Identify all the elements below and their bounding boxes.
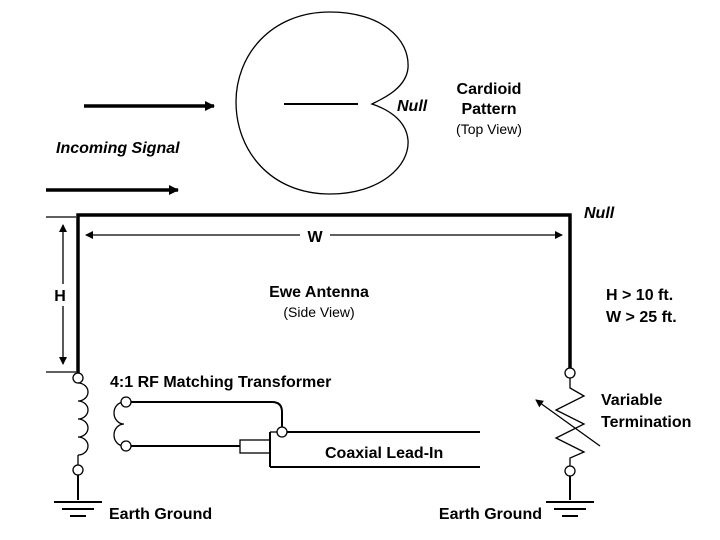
transformer-secondary-coil — [113, 401, 125, 447]
antenna-subtitle: (Side View) — [283, 304, 354, 320]
cardioid-subtitle: (Top View) — [456, 121, 522, 137]
cardioid-pattern-shape — [235, 11, 409, 195]
transformer-top-terminal — [72, 372, 84, 384]
transformer-label: 4:1 RF Matching Transformer — [110, 374, 331, 391]
transformer-bottom-terminal — [72, 464, 84, 476]
transformer-primary-coil — [77, 382, 89, 456]
height-label-bg — [52, 284, 74, 306]
termination-top-terminal — [564, 367, 576, 379]
cardioid-title-line1: Cardioid — [457, 81, 522, 98]
cardioid-null-label: Null — [397, 98, 428, 115]
antenna-title: Ewe Antenna — [269, 284, 369, 301]
left-ground-label: Earth Ground — [109, 506, 212, 523]
termination-resistor — [554, 378, 586, 466]
coax-connector — [239, 439, 271, 454]
antenna-null-label: Null — [584, 205, 615, 222]
width-spec: W > 25 ft. — [606, 309, 677, 326]
width-label-bg — [300, 226, 330, 244]
antenna-wire — [76, 213, 572, 374]
secondary-top-terminal — [120, 396, 132, 408]
width-label: W — [307, 229, 323, 246]
height-spec: H > 10 ft. — [606, 287, 673, 304]
height-label: H — [54, 288, 66, 305]
right-ground-symbol — [546, 501, 594, 517]
coax-label: Coaxial Lead-In — [325, 445, 443, 462]
incoming-signal-label: Incoming Signal — [56, 140, 180, 157]
cardioid-title-line2: Pattern — [461, 101, 516, 118]
secondary-bottom-terminal — [120, 440, 132, 452]
left-ground-symbol — [54, 501, 102, 517]
termination-label-line2: Termination — [601, 414, 691, 431]
termination-bottom-terminal — [564, 465, 576, 477]
right-ground-label: Earth Ground — [439, 506, 542, 523]
termination-label-line1: Variable — [601, 392, 662, 409]
termination-variable-arrow — [535, 399, 601, 447]
coax-center-wire — [131, 401, 283, 427]
coax-center-terminal — [276, 426, 288, 438]
